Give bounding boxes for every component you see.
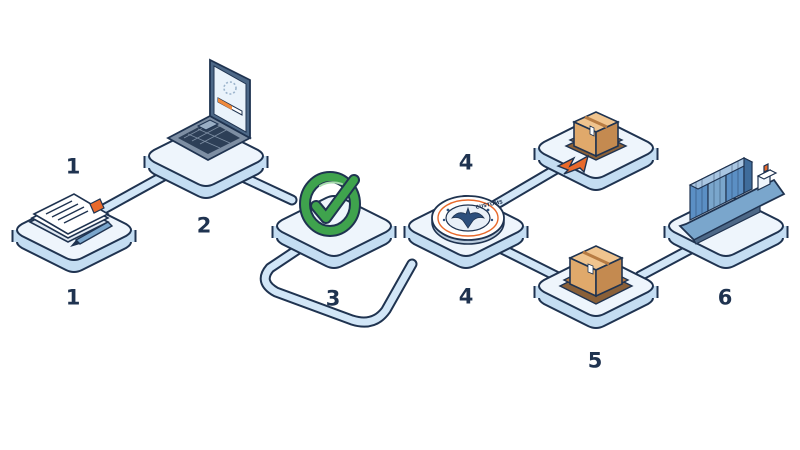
platforms (11, 117, 789, 329)
loading-bar (217, 97, 243, 116)
customs-seal-icon: CUSTOMS (431, 195, 505, 245)
step-label-4-bottom: 4 (458, 284, 474, 309)
step-label-4-top: 4 (458, 150, 474, 175)
arrow-icon (556, 154, 590, 175)
step-label-1-bottom: 1 (65, 285, 81, 310)
checkmark-icon (299, 171, 361, 237)
seal-text: CUSTOMS (475, 199, 504, 211)
box-with-arrow-icon (556, 111, 628, 175)
loading-spinner-icon (223, 81, 237, 95)
laptop-loading-icon (166, 58, 252, 162)
step-label-5: 5 (587, 348, 603, 373)
cargo-ship-icon (678, 157, 786, 245)
step-label-2: 2 (196, 213, 212, 238)
box-on-pallet-icon (558, 245, 634, 305)
step-label-3: 3 (325, 286, 341, 311)
document-stack-icon (28, 193, 114, 247)
pen-icon (70, 221, 114, 247)
step-label-1-top: 1 (65, 154, 81, 179)
step-label-6: 6 (717, 285, 733, 310)
ship-bridge (756, 163, 778, 191)
